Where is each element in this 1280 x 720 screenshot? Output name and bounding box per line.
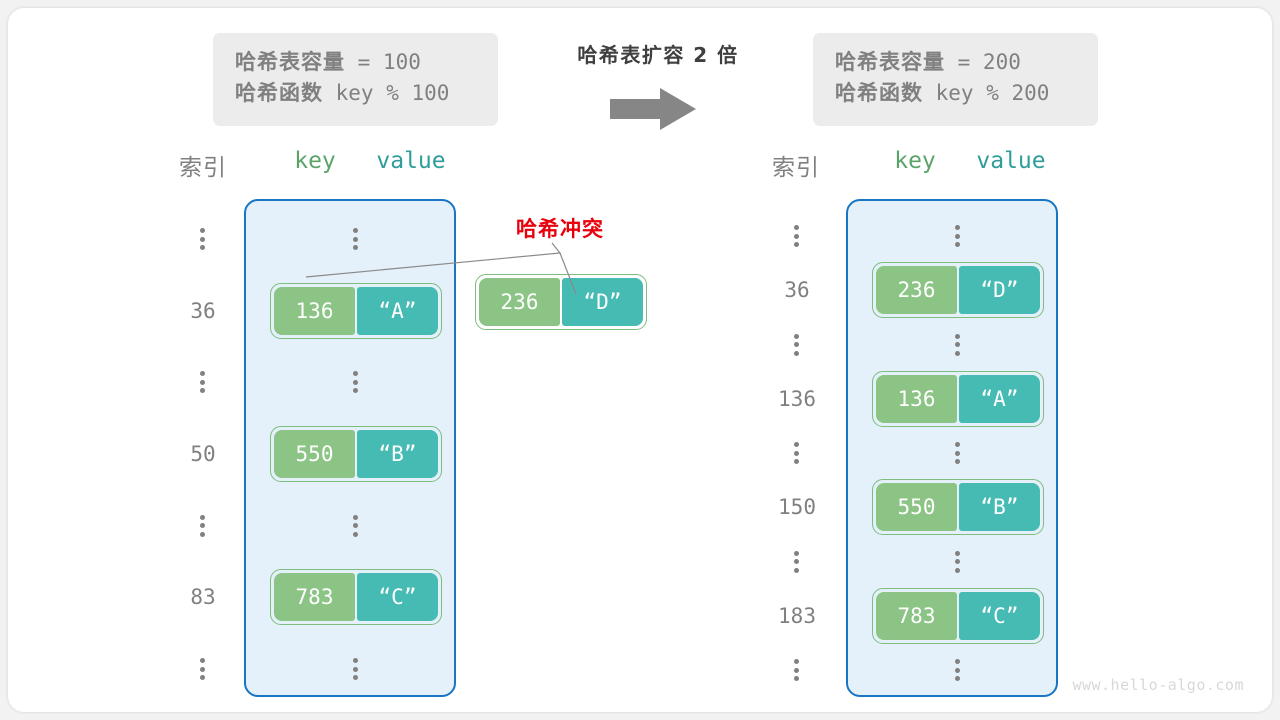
info-box-after: 哈希表容量 = 200 哈希函数 key % 200 [813, 33, 1098, 126]
hash-function-label: 哈希函数 [835, 81, 923, 105]
table-entry[interactable]: 136“A” [872, 370, 1044, 427]
index-label: 36 [784, 278, 810, 303]
entry-key: 136 [876, 374, 957, 423]
right-header-key: key [894, 148, 936, 174]
index-label: 83 [190, 585, 216, 610]
info-box-before: 哈希表容量 = 100 哈希函数 key % 100 [213, 33, 498, 126]
capacity-line-before: 哈希表容量 = 100 [235, 47, 476, 78]
entry-key: 783 [274, 573, 355, 622]
index-ellipsis [200, 228, 206, 250]
cell-ellipsis [955, 442, 961, 464]
index-label: 36 [190, 298, 216, 323]
entry-value: “D” [562, 278, 643, 326]
entry-value: “A” [357, 286, 438, 335]
expand-caption: 哈希表扩容 2 倍 [577, 43, 739, 67]
index-label: 50 [190, 442, 216, 466]
entry-key: 783 [876, 591, 957, 640]
index-ellipsis [794, 333, 800, 356]
index-ellipsis [794, 442, 800, 464]
index-label: 136 [778, 386, 816, 411]
right-header-value: value [976, 148, 1046, 174]
cell-ellipsis [353, 228, 359, 250]
hash-function-line-after: 哈希函数 key % 200 [835, 78, 1076, 109]
capacity-value: = 100 [345, 50, 421, 74]
index-label: 183 [778, 603, 816, 628]
left-header-key: key [294, 148, 336, 174]
entry-key: 236 [876, 266, 957, 315]
hash-function-value: key % 100 [323, 81, 450, 105]
index-ellipsis [200, 514, 206, 537]
arrow-right-icon [610, 88, 696, 130]
cell-ellipsis [353, 658, 359, 680]
entry-value: “C” [959, 591, 1040, 640]
entry-value: “A” [959, 374, 1040, 423]
diagram-card: 哈希表容量 = 100 哈希函数 key % 100 哈希表扩容 2 倍 哈希表… [8, 8, 1272, 712]
capacity-label: 哈希表容量 [235, 50, 345, 74]
index-ellipsis [794, 659, 800, 681]
hash-function-label: 哈希函数 [235, 81, 323, 105]
cell-ellipsis [955, 333, 961, 356]
left-header-index: 索引 [179, 155, 227, 181]
entry-key: 136 [274, 286, 355, 335]
cell-ellipsis [955, 550, 961, 573]
capacity-value: = 200 [945, 50, 1021, 74]
floating-entry-d[interactable]: 236 “D” [475, 274, 647, 330]
collision-label: 哈希冲突 [516, 217, 604, 241]
cell-ellipsis [955, 225, 961, 247]
capacity-label: 哈希表容量 [835, 50, 945, 74]
cell-ellipsis [353, 514, 359, 537]
hash-function-line-before: 哈希函数 key % 100 [235, 78, 476, 109]
watermark: www.hello-algo.com [1072, 676, 1244, 694]
index-ellipsis [200, 371, 206, 394]
cell-ellipsis [955, 659, 961, 681]
index-label: 150 [778, 495, 816, 520]
capacity-line-after: 哈希表容量 = 200 [835, 47, 1076, 78]
entry-value: “B” [357, 430, 438, 478]
table-entry[interactable]: 136“A” [270, 282, 442, 339]
table-entry[interactable]: 550“B” [872, 479, 1044, 536]
left-header-value: value [376, 148, 446, 174]
entry-key: 550 [876, 483, 957, 532]
cell-ellipsis [353, 371, 359, 394]
table-entry[interactable]: 783“C” [270, 569, 442, 626]
entry-value: “D” [959, 266, 1040, 315]
table-entry[interactable]: 236“D” [872, 262, 1044, 319]
table-entry[interactable]: 550“B” [270, 426, 442, 482]
table-entry[interactable]: 783“C” [872, 587, 1044, 644]
entry-key: 236 [479, 278, 560, 326]
index-ellipsis [794, 225, 800, 247]
index-ellipsis [794, 550, 800, 573]
hash-function-value: key % 200 [923, 81, 1050, 105]
right-header-index: 索引 [772, 155, 820, 181]
entry-key: 550 [274, 430, 355, 478]
entry-value: “C” [357, 573, 438, 622]
index-ellipsis [200, 658, 206, 680]
entry-value: “B” [959, 483, 1040, 532]
